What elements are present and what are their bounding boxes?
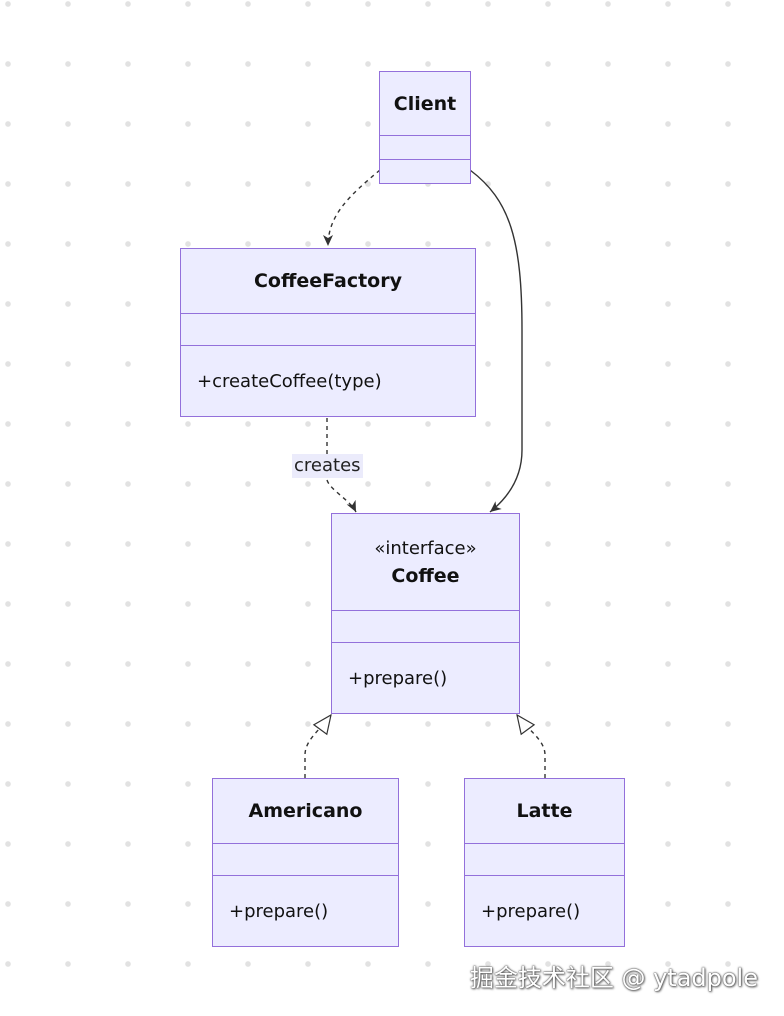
method-prepare: +prepare() xyxy=(229,900,329,922)
class-name: Latte xyxy=(516,800,573,822)
class-latte[interactable]: Latte +prepare() xyxy=(464,778,625,947)
edge-latte-realizes-coffee xyxy=(517,715,546,778)
edge-americano-realizes-coffee xyxy=(304,715,331,778)
class-header: Client xyxy=(380,72,470,136)
class-name: Americano xyxy=(248,800,363,822)
class-client[interactable]: Client xyxy=(379,71,471,184)
class-attributes xyxy=(380,136,470,160)
class-americano[interactable]: Americano +prepare() xyxy=(212,778,399,947)
method-prepare: +prepare() xyxy=(481,900,581,922)
edge-factory-creates-coffee xyxy=(326,418,356,512)
class-attributes xyxy=(213,844,398,876)
class-attributes xyxy=(465,844,624,876)
watermark: 掘金技术社区 @ ytadpole xyxy=(469,964,758,992)
class-header: Latte xyxy=(465,779,624,844)
method-prepare: +prepare() xyxy=(348,667,448,689)
class-methods: +createCoffee(type) xyxy=(181,346,475,416)
class-name: CoffeeFactory xyxy=(253,270,402,292)
class-header: «interface» Coffee xyxy=(332,514,519,611)
class-stereotype: «interface» xyxy=(374,537,477,559)
class-attributes xyxy=(181,314,475,346)
class-methods: +prepare() xyxy=(332,643,519,713)
class-attributes xyxy=(332,611,519,643)
class-header: Americano xyxy=(213,779,398,844)
class-methods: +prepare() xyxy=(465,876,624,946)
class-coffee[interactable]: «interface» Coffee +prepare() xyxy=(331,513,520,714)
class-methods xyxy=(380,160,470,183)
class-methods: +prepare() xyxy=(213,876,398,946)
edge-client-to-coffee xyxy=(469,169,523,513)
class-name: Client xyxy=(393,92,457,115)
method-create-coffee: +createCoffee(type) xyxy=(197,370,382,392)
class-header: CoffeeFactory xyxy=(181,249,475,314)
relation-label-creates: creates xyxy=(292,454,363,478)
class-coffee-factory[interactable]: CoffeeFactory +createCoffee(type) xyxy=(180,248,476,417)
edge-client-to-factory xyxy=(323,169,381,247)
class-name: Coffee xyxy=(391,564,460,587)
